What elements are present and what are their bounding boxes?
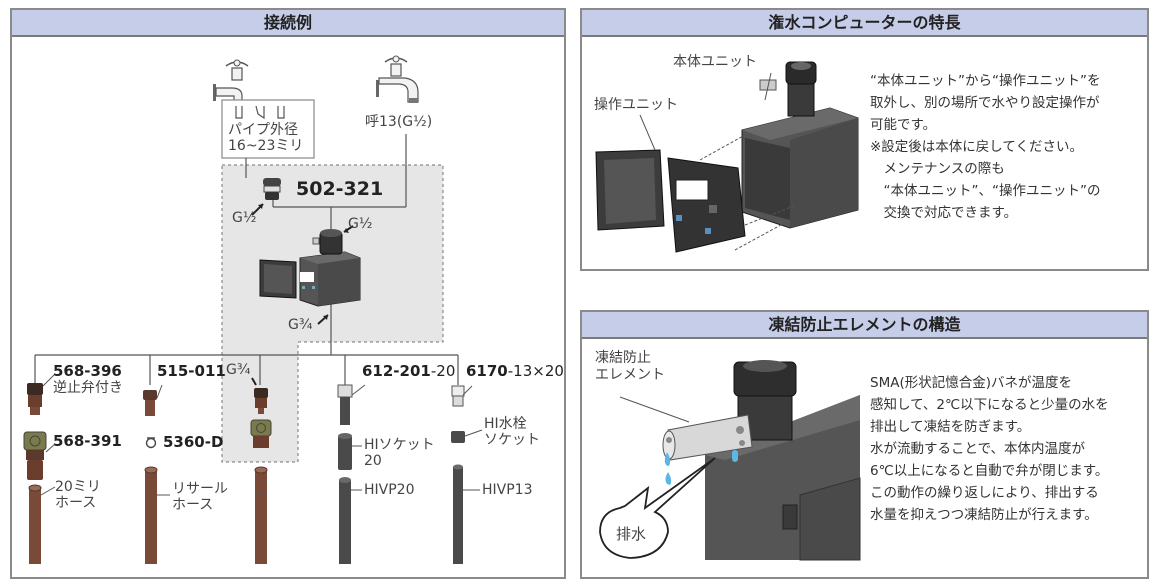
- antifreeze-desc-line: この動作の繰り返しにより、排出する: [870, 485, 1099, 501]
- antifreeze-element-icon: [662, 414, 753, 461]
- branch2-hose-line1: リサール: [172, 481, 228, 497]
- pipe-hivp13: [453, 467, 463, 564]
- controller-outlet-label: G¾: [288, 317, 313, 333]
- antifreeze-element-line2: エレメント: [595, 367, 665, 383]
- features-description: “本体ユニット”から“操作ユニット”を 取外し、別の場所で水やり設定操作が 可能…: [870, 70, 1100, 224]
- fitting-568-396-icon: [27, 383, 43, 415]
- antifreeze-desc-line: 感知して、2℃以下になると少量の水を: [870, 397, 1109, 413]
- hose-20mm: [29, 488, 41, 564]
- hi-faucet-socket: [451, 431, 465, 443]
- features-desc-line: “本体ユニット”から“操作ユニット”を: [870, 73, 1101, 89]
- branch2-hose-line2: ホース: [172, 497, 214, 513]
- features-desc-line: 可能です。: [870, 117, 937, 133]
- branch5-code-suffix: -13×20: [507, 362, 564, 380]
- features-desc-line: 取外し、別の場所で水やり設定操作が: [870, 95, 1100, 111]
- connector-kit-icon: [250, 419, 272, 448]
- controller-body-icon: [705, 360, 861, 561]
- branch5-code-main: 6170: [466, 362, 508, 380]
- pipe-diameter-line2: 16~23ミリ: [228, 138, 304, 154]
- pipe-hivp20: [339, 480, 351, 564]
- antifreeze-element-line1: 凍結防止: [595, 350, 651, 366]
- branch-lines: [34, 354, 459, 385]
- leader-lines: [40, 373, 483, 496]
- adapter-thread-label: G½: [232, 210, 257, 226]
- branch1-hose-line2: ホース: [55, 495, 97, 511]
- branch1-hose-line1: 20ミリ: [55, 479, 101, 495]
- features-desc-line: “本体ユニット”、“操作ユニット”の: [870, 183, 1101, 199]
- branch1-code: 568-396: [53, 362, 122, 380]
- features-desc-line: 交換で対応できます。: [870, 205, 1018, 221]
- pipe-shapes-icon: [235, 105, 285, 120]
- branch1-second-code: 568-391: [53, 432, 122, 450]
- antifreeze-desc-line: 6℃以上になると自動で弁が閉じます。: [870, 463, 1109, 479]
- fitting-g-three-quarter-icon: [254, 388, 268, 414]
- hose-risaal-2: [255, 470, 267, 564]
- branch5-pipe-label: HIVP13: [482, 482, 533, 498]
- assembly-guide-lines: [699, 134, 797, 251]
- branch2-second-code: 5360-D: [163, 433, 224, 451]
- branch2-code: 515-011: [157, 362, 226, 380]
- controller-inlet-label: G½: [348, 216, 373, 232]
- features-desc-line: メンテナンスの際も: [870, 161, 1005, 177]
- branch5-socket-line1: HI水栓: [484, 416, 527, 432]
- pipe-diameter-line1: パイプ外径: [228, 122, 298, 138]
- branch4-pipe-label: HIVP20: [364, 482, 415, 498]
- branch1-note: 逆止弁付き: [53, 380, 123, 396]
- branch3-thread-label: G¾: [226, 362, 251, 378]
- branch5-code: 6170-13×20: [466, 362, 564, 380]
- hose-risaal-1: [145, 470, 157, 564]
- antifreeze-desc-line: SMA(形状記憶合金)バネが温度を: [870, 375, 1072, 391]
- connector-568-391-icon: [23, 431, 47, 480]
- adapter-502-321-icon: [263, 178, 281, 200]
- connection-lines-top: [245, 134, 407, 355]
- branch5-socket-line2: ソケット: [484, 432, 540, 448]
- fitting-6170-13x20-icon: [451, 385, 465, 407]
- hi-socket-20: [338, 436, 352, 470]
- water-drops-icon: [664, 450, 738, 485]
- adapter-code: 502-321: [296, 178, 384, 200]
- branch4-code: 612-201-20: [362, 362, 455, 380]
- fitting-515-011-icon: [143, 390, 157, 416]
- features-panel-title: 潅水コンピューターの特長: [582, 10, 1147, 37]
- antifreeze-desc-line: 排出して凍結を防ぎます。: [870, 419, 1031, 435]
- fitting-612-201-20-icon: [337, 384, 353, 425]
- connection-panel-title: 接続例: [12, 10, 564, 37]
- drain-speech-bubble: [599, 457, 716, 559]
- main-unit-label: 本体ユニット: [673, 54, 757, 70]
- antifreeze-desc-line: 水が流動することで、本体内温度が: [870, 441, 1086, 457]
- faucet-right-icon: [376, 55, 419, 103]
- antifreeze-panel-title: 凍結防止エレメントの構造: [582, 312, 1147, 339]
- features-desc-line: ※設定後は本体に戻してください。: [870, 139, 1084, 155]
- pipe-diameter-box: [221, 99, 315, 159]
- branch4-code-main: 612-201: [362, 362, 431, 380]
- drain-label: 排水: [616, 525, 647, 543]
- antifreeze-desc-line: 水量を抑えつつ凍結防止が行えます。: [870, 507, 1098, 523]
- branch4-socket-line1: HIソケット: [364, 437, 435, 453]
- control-unit-icon: [595, 149, 746, 253]
- branch4-code-suffix: -20: [430, 362, 456, 380]
- antifreeze-panel: 凍結防止エレメントの構造: [580, 310, 1149, 579]
- hose-clamp-5360-d-icon: [145, 437, 157, 449]
- branch4-socket-line2: 20: [364, 453, 382, 469]
- dashed-kit-region: [221, 164, 444, 463]
- feature-leader-lines: [639, 72, 772, 151]
- control-unit-label: 操作ユニット: [594, 97, 678, 113]
- antifreeze-description: SMA(形状記憶合金)バネが温度を 感知して、2℃以下になると少量の水を 排出し…: [870, 372, 1109, 526]
- water-controller-icon: [259, 229, 361, 307]
- faucet-right-caption: 呼13(G½): [365, 114, 433, 130]
